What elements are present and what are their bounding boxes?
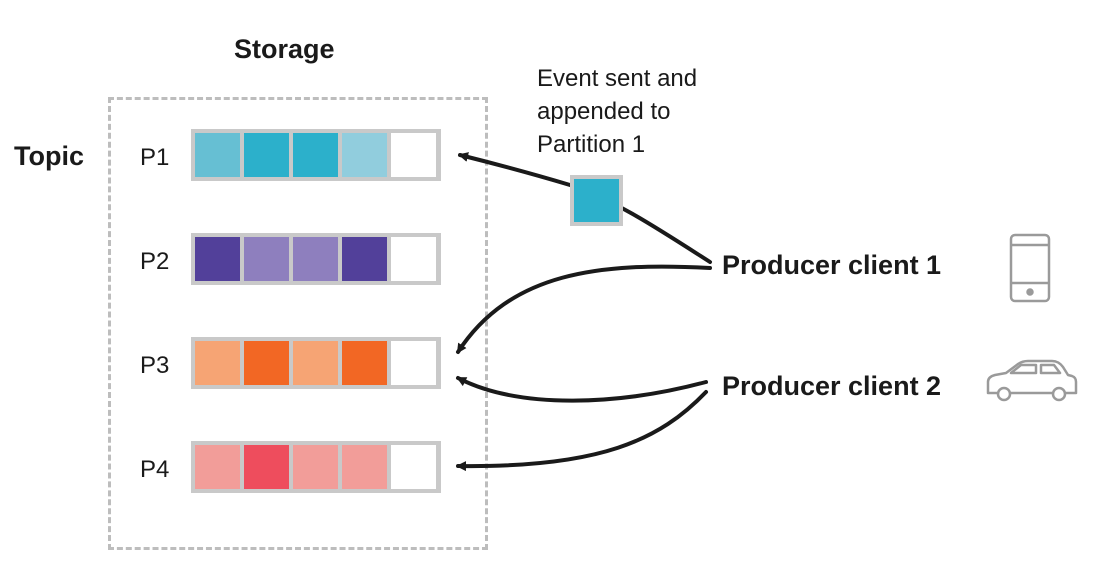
partition-cell — [342, 133, 387, 177]
storage-box — [108, 97, 488, 550]
partition-cell — [293, 341, 338, 385]
partition-label-p4: P4 — [140, 456, 170, 483]
partition-cell — [195, 341, 240, 385]
partition-cell — [244, 445, 289, 489]
partition-cell-empty — [391, 341, 436, 385]
arrow-p1-to-partition3 — [456, 264, 712, 354]
partition-p3 — [191, 337, 441, 389]
partition-label-p2: P2 — [140, 248, 170, 275]
partition-cell — [195, 237, 240, 281]
partition-cell — [342, 237, 387, 281]
producer-client-2: Producer client 2 — [722, 371, 942, 401]
partition-label-p1: P1 — [140, 144, 170, 171]
producer-client-1: Producer client 1 — [722, 250, 942, 280]
event-block — [570, 175, 623, 226]
partition-p1 — [191, 129, 441, 181]
partition-label-p3: P3 — [140, 352, 170, 379]
partition-cell-empty — [391, 445, 436, 489]
partition-cell — [293, 133, 338, 177]
storage-title: Storage — [234, 34, 335, 64]
partition-cell — [342, 445, 387, 489]
partition-cell — [195, 133, 240, 177]
partition-cell-empty — [391, 237, 436, 281]
partition-cell — [293, 445, 338, 489]
partition-p2 — [191, 233, 441, 285]
partition-cell-empty — [391, 133, 436, 177]
arrow-p2-to-partition3 — [456, 376, 708, 403]
phone-icon — [1009, 233, 1051, 303]
partition-cell — [244, 341, 289, 385]
topic-label: Topic — [14, 141, 84, 171]
partition-cell — [195, 445, 240, 489]
partition-cell — [244, 237, 289, 281]
partition-cell — [342, 341, 387, 385]
arrow-p2-to-partition4 — [456, 390, 708, 472]
partition-cell — [244, 133, 289, 177]
partition-p4 — [191, 441, 441, 493]
event-note: Event sent and appended to Partition 1 — [537, 65, 698, 158]
car-icon — [986, 359, 1078, 402]
partition-cell — [293, 237, 338, 281]
